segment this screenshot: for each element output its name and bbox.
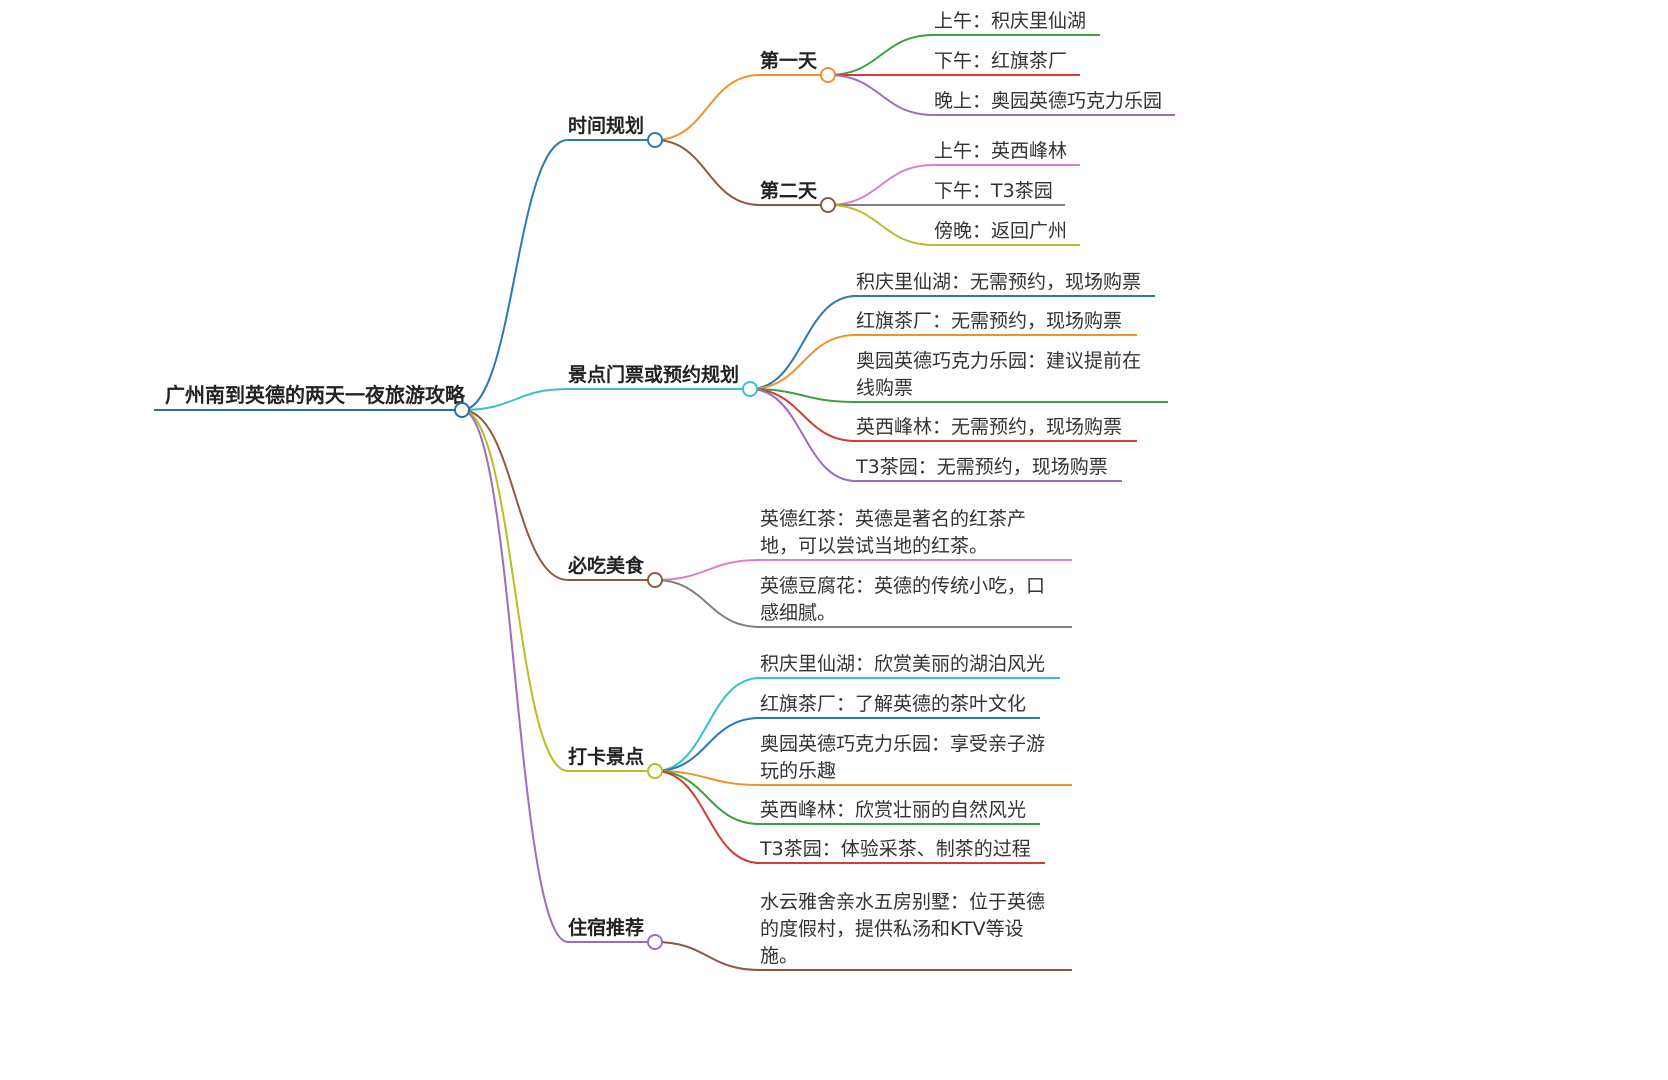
sub-connector-1[interactable] xyxy=(820,197,836,213)
leaf-item-2-0-line-1: 地，可以尝试当地的红茶。 xyxy=(760,535,988,557)
edge-root-branch-2 xyxy=(461,409,569,581)
schedule-item-1-2: 傍晚：返回广州 xyxy=(934,220,1067,242)
edge-branch-leaf-3-1 xyxy=(654,717,761,772)
root-connector[interactable] xyxy=(454,402,470,418)
sub-connector-0[interactable] xyxy=(820,67,836,83)
branch-topic-3: 打卡景点 xyxy=(568,745,644,768)
day-topic-1: 第二天 xyxy=(760,179,818,202)
edge-branch-sub-1 xyxy=(654,139,761,206)
edge-branch-leaf-1-4 xyxy=(749,388,857,482)
root-topic: 广州南到英德的两天一夜旅游攻略 xyxy=(165,383,466,407)
leaf-item-2-1-line-0: 英德豆腐花：英德的传统小吃，口 xyxy=(760,575,1045,597)
leaf-item-4-0-line-1: 的度假村，提供私汤和KTV等设 xyxy=(760,918,1024,940)
edge-branch-leaf-1-3 xyxy=(749,388,857,442)
leaf-item-3-3-line-0: 英西峰林：欣赏壮丽的自然风光 xyxy=(760,799,1026,821)
leaf-item-1-4-line-0: T3茶园：无需预约，现场购票 xyxy=(855,456,1108,478)
branch-connector-2[interactable] xyxy=(647,572,663,588)
leaf-item-3-2-line-1: 玩的乐趣 xyxy=(760,760,836,782)
leaf-item-3-0-line-0: 积庆里仙湖：欣赏美丽的湖泊风光 xyxy=(760,653,1045,675)
branch-topic-0: 时间规划 xyxy=(568,114,644,137)
leaf-item-3-1-line-0: 红旗茶厂：了解英德的茶叶文化 xyxy=(760,693,1026,715)
edge-sub-leaf-1-0 xyxy=(827,164,935,206)
edge-branch-leaf-1-0 xyxy=(749,295,857,390)
edge-branch-leaf-3-2 xyxy=(654,770,761,786)
leaf-item-1-3-line-0: 英西峰林：无需预约，现场购票 xyxy=(856,416,1122,438)
leaf-item-1-0-line-0: 积庆里仙湖：无需预约，现场购票 xyxy=(856,271,1141,293)
edge-branch-leaf-1-2 xyxy=(749,388,857,403)
branch-topic-1: 景点门票或预约规划 xyxy=(568,363,739,386)
leaf-item-1-1-line-0: 红旗茶厂：无需预约，现场购票 xyxy=(856,310,1122,332)
leaf-item-1-2-line-1: 线购票 xyxy=(856,377,913,399)
edge-root-branch-4 xyxy=(461,409,569,943)
branch-connector-4[interactable] xyxy=(647,934,663,950)
edge-branch-leaf-3-0 xyxy=(654,677,761,772)
schedule-item-0-2: 晚上：奥园英德巧克力乐园 xyxy=(934,90,1162,112)
edge-root-branch-1 xyxy=(461,388,569,411)
mindmap-nodes: 广州南到英德的两天一夜旅游攻略 时间规划 第一天 上午：积庆里仙湖下午：红旗茶厂晚上：… xyxy=(165,10,1162,967)
branch-topic-4: 住宿推荐 xyxy=(568,916,644,939)
edge-branch-sub-0 xyxy=(654,74,761,141)
edge-branch-leaf-2-0 xyxy=(654,559,761,581)
schedule-item-1-1: 下午：T3茶园 xyxy=(934,180,1053,202)
leaf-item-4-0-line-0: 水云雅舍亲水五房别墅：位于英德 xyxy=(760,891,1045,913)
schedule-item-0-1: 下午：红旗茶厂 xyxy=(934,50,1067,72)
leaf-item-3-4-line-0: T3茶园：体验采茶、制茶的过程 xyxy=(759,838,1031,860)
edge-sub-leaf-0-2 xyxy=(827,74,935,116)
leaf-item-1-2-line-0: 奥园英德巧克力乐园：建议提前在 xyxy=(856,350,1141,372)
branch-connector-1[interactable] xyxy=(742,381,758,397)
edge-root-branch-0 xyxy=(461,139,569,411)
branch-topic-2: 必吃美食 xyxy=(567,554,645,577)
edge-branch-leaf-4-0 xyxy=(654,941,761,971)
schedule-item-1-0: 上午：英西峰林 xyxy=(934,140,1067,162)
schedule-item-0-0: 上午：积庆里仙湖 xyxy=(934,10,1086,32)
edge-branch-leaf-1-1 xyxy=(749,334,857,390)
edge-branch-leaf-3-4 xyxy=(654,770,761,864)
mindmap-edges xyxy=(154,34,1175,971)
edge-root-branch-3 xyxy=(461,409,569,772)
day-topic-0: 第一天 xyxy=(760,49,818,72)
leaf-item-3-2-line-0: 奥园英德巧克力乐园：享受亲子游 xyxy=(760,733,1045,755)
branch-connector-3[interactable] xyxy=(647,763,663,779)
edge-branch-leaf-3-3 xyxy=(654,770,761,825)
edge-sub-leaf-1-2 xyxy=(827,204,935,246)
leaf-item-2-0-line-0: 英德红茶：英德是著名的红茶产 xyxy=(760,508,1026,530)
edge-branch-leaf-2-1 xyxy=(654,579,761,628)
branch-connector-0[interactable] xyxy=(647,132,663,148)
leaf-item-2-1-line-1: 感细腻。 xyxy=(760,602,836,624)
leaf-item-4-0-line-2: 施。 xyxy=(760,945,798,967)
edge-sub-leaf-0-0 xyxy=(827,34,935,76)
